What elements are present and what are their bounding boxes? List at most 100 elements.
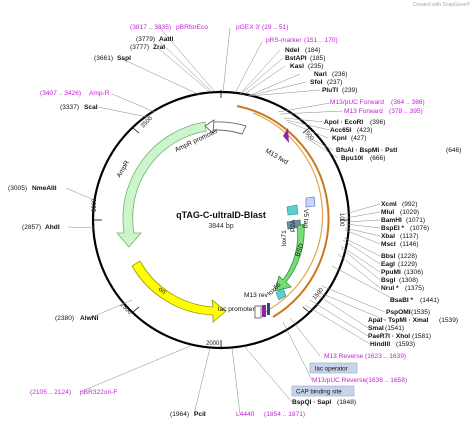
label-feature: M13 Reverse <box>324 353 364 360</box>
label-coords: (1623 .. 1639) <box>365 353 406 360</box>
plasmid-length: 3844 bp <box>208 223 233 230</box>
label-enzyme: XcmI <box>381 201 397 208</box>
label-position: (1137) <box>400 233 419 240</box>
label-position: (1535) <box>411 309 430 316</box>
label-enzyme: BspQI · SapI <box>292 399 331 406</box>
feature-label-p2a: P2A <box>290 219 297 232</box>
label-enzyme: KpnI <box>332 135 347 142</box>
feature-label-m13-fwd: M13 fwd <box>264 148 289 167</box>
label-position: (1306) <box>404 269 423 276</box>
label-enzyme: BfuAI · BspMI · PstI <box>336 147 397 154</box>
label-feature: M13/pUC Forward <box>330 99 384 106</box>
label-coords: (378 .. 395) <box>389 108 423 115</box>
label-position: (1071) <box>406 217 425 224</box>
feature-label-v5-tag: V5 tag <box>302 209 309 228</box>
label-position: (646) <box>446 147 461 154</box>
label-enzyme: ApaI · TspMI · XmaI <box>368 317 428 324</box>
label-enzyme: NarI <box>314 71 327 78</box>
label-position: (1029) <box>400 209 419 216</box>
label-position: (1441) <box>420 297 439 304</box>
label-enzyme: Acc65I <box>330 127 351 134</box>
label-coords: (364 .. 386) <box>391 99 425 106</box>
tick-label: 3500 <box>140 115 154 129</box>
cap-binding-site-label: CAP binding site <box>296 389 342 396</box>
label-enzyme: BsgI <box>381 277 395 284</box>
feature-label-amp-r: AmpR <box>116 159 131 179</box>
label-enzyme: SspI <box>117 55 131 62</box>
label-feature: pBR322ori-F <box>80 389 117 396</box>
label-position: (184) <box>305 47 320 54</box>
label-position: (3779) <box>136 36 155 43</box>
label-enzyme: HindIII <box>370 341 390 348</box>
label-coords: (2105 .. 2124) <box>30 389 71 396</box>
feature-amp-r <box>116 121 207 248</box>
label-position: (2857) <box>22 224 41 231</box>
label-enzyme: ApoI · EcoRI <box>324 119 363 126</box>
label-position: (3777) <box>130 44 149 51</box>
cap-binding-site-box <box>291 385 355 397</box>
label-coords: (1636 .. 1658) <box>366 377 407 384</box>
label-enzyme: BsaBI * <box>390 297 414 304</box>
insert-region-arc <box>236 105 330 318</box>
label-leader-lines <box>65 27 396 415</box>
label-position: (237) <box>327 79 342 86</box>
label-feature: pRS-marker <box>266 37 302 44</box>
label-enzyme: EagI <box>381 261 395 268</box>
tick-label: 2500 <box>119 302 133 316</box>
label-enzyme: PciI <box>194 411 206 418</box>
label-position: (3337) <box>60 104 79 111</box>
label-feature: M13 Forward <box>344 108 383 115</box>
label-enzyme: AhdI <box>45 224 60 231</box>
brand-watermark: Created with SnapGene® <box>412 2 470 8</box>
feature-m13-rev-marker <box>262 305 266 317</box>
label-position: (1593) <box>396 341 415 348</box>
label-feature: M13/pUC Reverse <box>312 377 367 384</box>
label-position: (1539) <box>439 317 458 324</box>
label-feature: pGEX 3' <box>236 24 260 31</box>
feature-label-m13-rev: M13 rev <box>244 292 269 299</box>
label-position: (3661) <box>94 55 113 62</box>
feature-label-lac-promoter: lac promoter <box>218 306 255 313</box>
label-enzyme: AlwNI <box>80 315 98 322</box>
tick-label: 1000 <box>338 213 344 227</box>
tick-label: 500 <box>303 130 314 142</box>
insert-region-arc-inner <box>252 112 324 314</box>
label-enzyme: MluI <box>381 209 394 216</box>
label-position: (992) <box>402 201 417 208</box>
feature-bsd <box>274 223 305 292</box>
plasmid-name: qTAG-C-ultraID-Blast <box>176 210 266 220</box>
label-coords: (151 .. 170) <box>304 37 338 44</box>
feature-lox66-marker <box>275 287 287 301</box>
label-position: (427) <box>351 135 366 142</box>
label-position: (235) <box>308 63 323 70</box>
label-position: (1375) <box>405 285 424 292</box>
label-position: (239) <box>342 87 357 94</box>
label-enzyme: SmaI <box>368 325 384 332</box>
label-enzyme: PspOMI <box>386 309 411 316</box>
label-position: (1229) <box>398 261 417 268</box>
label-feature: pBRforEco <box>176 24 208 31</box>
label-position: (1076) <box>410 225 429 232</box>
label-position: (1964) <box>170 411 189 418</box>
label-position: (185) <box>310 55 325 62</box>
label-enzyme: Bpu10I <box>341 155 363 162</box>
feature-ori <box>131 260 227 323</box>
label-enzyme: KasI <box>290 63 304 70</box>
lac-operator-box <box>309 362 358 374</box>
label-enzyme: NmeAIII <box>32 185 57 192</box>
label-feature: Amp-R <box>89 90 110 97</box>
label-enzyme: MscI <box>381 241 396 248</box>
label-coords: (29 .. 51) <box>262 24 288 31</box>
label-position: (396) <box>370 119 385 126</box>
label-enzyme: NruI * <box>381 285 399 292</box>
label-position: (1308) <box>399 277 418 284</box>
label-position: (1541) <box>385 325 404 332</box>
label-enzyme: XbaI <box>381 233 395 240</box>
label-enzyme: SfoI <box>310 79 323 86</box>
label-position: (236) <box>332 71 347 78</box>
label-enzyme: BstAPI <box>285 55 307 62</box>
label-position: (666) <box>370 155 385 162</box>
ring-ticks <box>94 90 348 348</box>
label-position: (423) <box>357 127 372 134</box>
